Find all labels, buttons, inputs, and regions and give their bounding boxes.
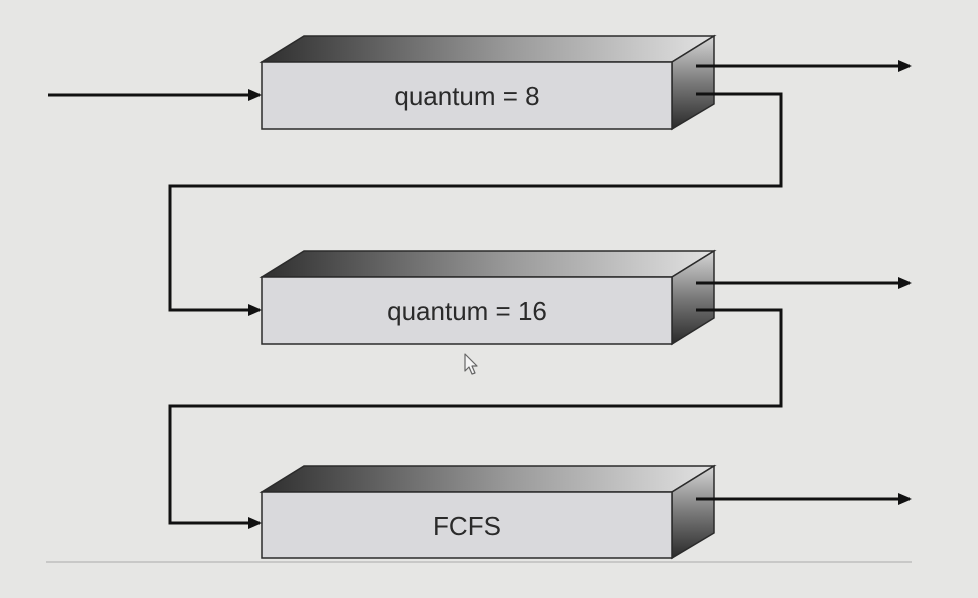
queue-label-1: quantum = 8 (394, 81, 539, 111)
queue-box-2-front (261, 276, 673, 345)
queue-box-2-top (259, 250, 717, 278)
queue-box-1: quantum = 8 (259, 34, 717, 131)
queue-label-3: FCFS (433, 511, 501, 541)
demote-arrow-1-to-2 (168, 92, 783, 316)
queue-box-2: quantum = 16 (259, 249, 717, 346)
queue-label-2: quantum = 16 (387, 296, 547, 326)
queue-box-1-front (261, 61, 673, 130)
queue-box-3-front (261, 491, 673, 559)
queue-box-3-top (259, 465, 717, 493)
demote-arrow-2-to-3 (168, 308, 783, 529)
queue-box-3: FCFS (259, 464, 717, 560)
queue-box-1-top (259, 35, 717, 63)
mouse-pointer-icon (464, 353, 478, 375)
